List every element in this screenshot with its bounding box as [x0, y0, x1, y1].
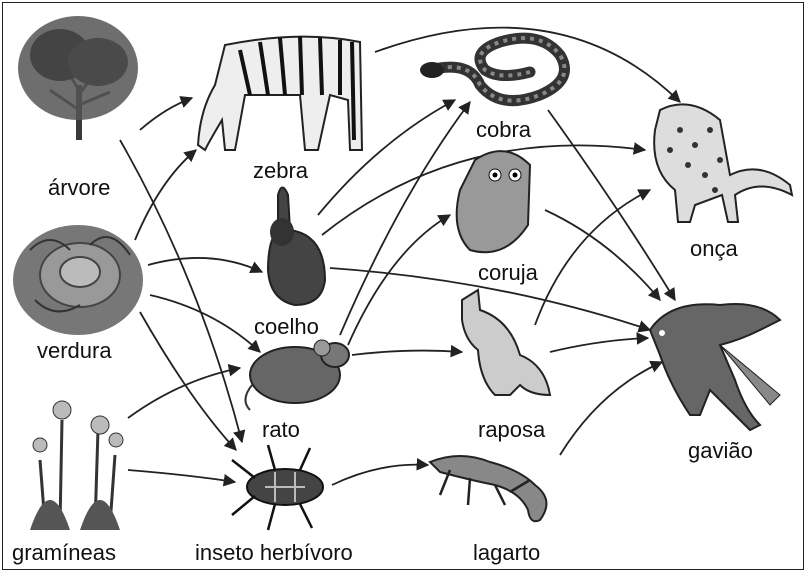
- rabbit-illustration: [268, 188, 325, 306]
- arrow-raposa-onca: [535, 190, 650, 325]
- label-arvore: árvore: [48, 175, 110, 200]
- label-gaviao: gavião: [688, 438, 753, 463]
- label-zebra: zebra: [253, 158, 309, 183]
- label-cobra: cobra: [476, 117, 532, 142]
- label-verdura: verdura: [37, 338, 112, 363]
- label-rato: rato: [262, 417, 300, 442]
- lizard-illustration: [430, 456, 546, 521]
- labels: árvore zebra cobra onça coelho coruja ve…: [12, 117, 753, 565]
- hawk-illustration: [650, 304, 780, 430]
- arrow-lagarto-gaviao: [560, 362, 662, 455]
- label-coruja: coruja: [478, 260, 539, 285]
- arrow-inseto-lagarto: [332, 465, 428, 485]
- zebra-illustration: [198, 36, 362, 150]
- label-gramineas: gramíneas: [12, 540, 116, 565]
- label-lagarto: lagarto: [473, 540, 540, 565]
- lettuce-illustration: [13, 225, 143, 335]
- tree-illustration: [18, 16, 138, 140]
- label-raposa: raposa: [478, 417, 546, 442]
- label-onca: onça: [690, 236, 738, 261]
- label-inseto-herbivoro: inseto herbívoro: [195, 540, 353, 565]
- label-coelho: coelho: [254, 314, 319, 339]
- fox-illustration: [462, 290, 550, 395]
- arrow-raposa-gaviao: [550, 338, 648, 352]
- mouse-illustration: [245, 340, 349, 410]
- arrow-verdura-inseto: [140, 312, 236, 450]
- arrows: [120, 28, 680, 485]
- arrow-verdura-coelho: [148, 258, 262, 272]
- arrow-rato-raposa: [352, 351, 462, 355]
- jaguar-illustration: [654, 104, 792, 222]
- arrow-gramineas-inseto: [128, 470, 235, 482]
- grass-flowers-illustration: [30, 401, 123, 530]
- insect-illustration: [232, 445, 323, 530]
- arrow-coruja-gaviao: [545, 210, 660, 300]
- arrow-arvore-zebra: [140, 98, 192, 130]
- snake-illustration: [420, 38, 565, 101]
- arrow-coelho-cobra: [318, 100, 455, 215]
- owl-illustration: [457, 151, 530, 252]
